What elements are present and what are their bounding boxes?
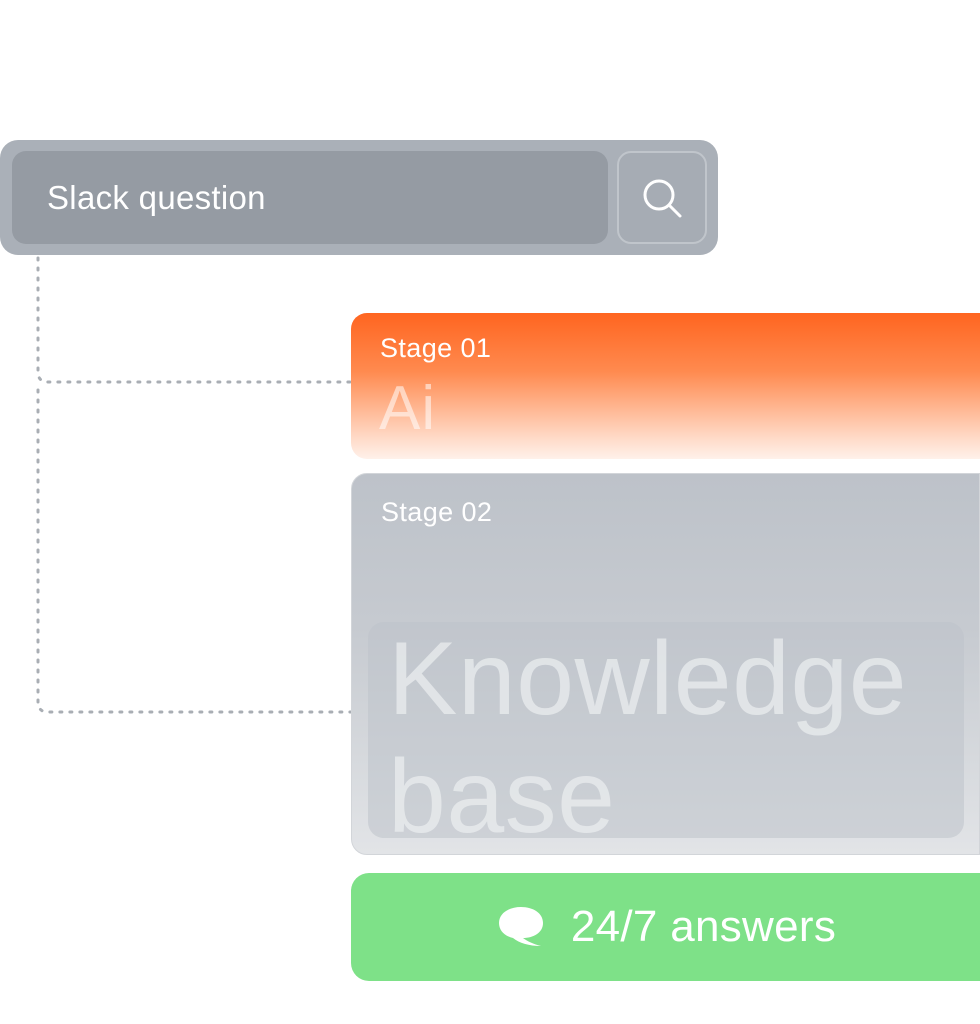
answers-label: 24/7 answers	[570, 902, 837, 951]
knowledge-base-title-line2: base	[388, 739, 616, 855]
stage-01-title: Ai	[379, 374, 437, 443]
stage-01-label: Stage 01	[380, 333, 492, 363]
knowledge-base-title-line1: Knowledge	[388, 621, 908, 737]
search-input-text: Slack question	[47, 178, 266, 216]
stage-02-label: Stage 02	[381, 497, 493, 527]
search-icon	[643, 179, 682, 217]
knowledge-base-title: Knowledge base	[388, 620, 908, 855]
chat-bubble-icon	[498, 907, 543, 946]
knowledge-base-panel: Knowledge base	[368, 621, 964, 854]
search-button[interactable]	[617, 151, 707, 244]
answers-button[interactable]: 24/7 answers	[351, 873, 980, 981]
stage-01-card: Stage 01 Ai	[351, 313, 980, 459]
search-bar: Slack question	[0, 140, 718, 255]
stage-02-card: Stage 02 Knowledge base	[351, 473, 980, 855]
search-input[interactable]: Slack question	[12, 151, 608, 244]
